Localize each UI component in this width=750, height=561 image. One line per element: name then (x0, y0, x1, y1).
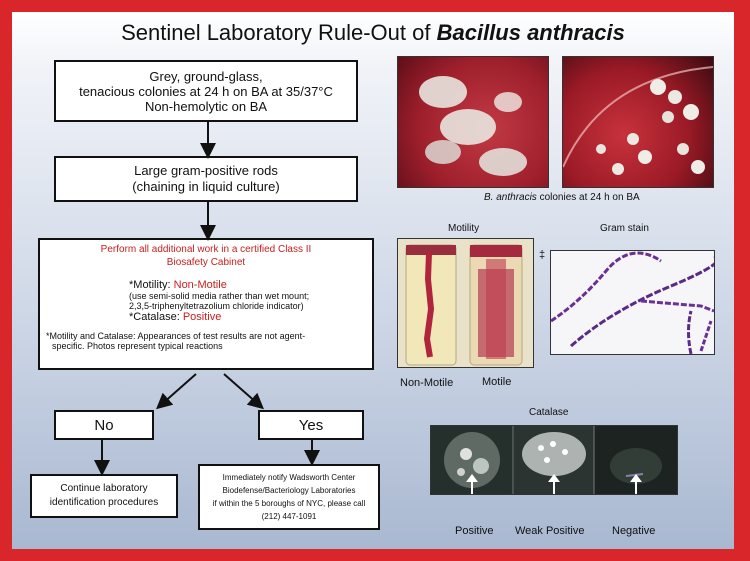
motility-motile-label: Motile (482, 376, 512, 388)
outcome-yes-box: Immediately notify Wadsworth Center Biod… (198, 464, 380, 530)
flow-arrows (94, 122, 320, 476)
footnote: *Motility and Catalase: Appearances of t… (46, 331, 366, 351)
catalase-arrows (466, 474, 642, 494)
note-line: 2,3,5-triphenyltetrazolium chloride indi… (129, 301, 304, 311)
catalase-negative-label: Negative (612, 525, 656, 537)
catalase-value: Positive (182, 311, 222, 323)
gram-stain-photo (550, 250, 715, 355)
catalase-result: *Catalase: Positive (129, 311, 366, 323)
motility-result: *Motility: Non-Motile (129, 279, 366, 291)
title-organism: Bacillus anthracis (436, 20, 625, 45)
motility-tubes (405, 244, 523, 366)
step1-line: Non-hemolytic on BA (144, 98, 268, 114)
arrow-step3-no (156, 373, 197, 410)
motility-note: (use semi-solid media rather than wet mo… (129, 291, 366, 311)
colony-texture-1 (419, 76, 527, 176)
decision-yes-label: Yes (298, 416, 324, 434)
decision-yes-box: Yes (258, 410, 364, 440)
outcome-no-line: Continue laboratory (60, 483, 148, 494)
colony-texture-2 (563, 66, 713, 175)
title-prefix: Sentinel Laboratory Rule-Out of (121, 20, 437, 45)
motility-nonmotile-label: Non-Motile (400, 377, 454, 389)
biosafety-warning: Perform all additional work in a certifi… (46, 243, 366, 269)
catalase-positive-label: Positive (455, 525, 494, 537)
gram-title: Gram stain (600, 223, 649, 234)
catalase-title: Catalase (529, 407, 569, 418)
caption-rest: colonies at 24 h on BA (536, 192, 640, 203)
gram-marker: ‡ (539, 249, 546, 261)
caption-organism: B. anthracis (484, 192, 537, 203)
colony-photo-1 (397, 56, 549, 188)
footnote-line: *Motility and Catalase: Appearances of t… (46, 331, 306, 341)
footnote-line: specific. Photos represent typical react… (52, 341, 223, 351)
gram-stain-rods (551, 251, 714, 354)
outcome-yes-line: Immediately notify Wadsworth Center (222, 473, 356, 482)
decision-no-box: No (54, 410, 154, 440)
motility-label: *Motility: (129, 279, 174, 291)
colony-photo-2 (562, 56, 714, 188)
page-title: Sentinel Laboratory Rule-Out of Bacillus… (12, 20, 734, 46)
warning-line: Biosafety Cabinet (166, 257, 246, 268)
slide-panel: Sentinel Laboratory Rule-Out of Bacillus… (12, 12, 734, 549)
motility-title: Motility (448, 223, 480, 234)
catalase-weak-label: Weak Positive (515, 525, 585, 537)
step1-colony-box: Grey, ground-glass, tenacious colonies a… (54, 60, 358, 122)
step2-line: Large gram-positive rods (134, 163, 278, 178)
catalase-label: *Catalase: (129, 311, 183, 323)
arrow-step3-yes (223, 373, 264, 410)
decision-no-label: No (94, 416, 114, 434)
outcome-yes-line: if within the 5 boroughs of NYC, please … (212, 499, 366, 508)
motility-tubes-photo (397, 238, 534, 368)
outcome-yes-line: Biodefense/Bacteriology Laboratories (222, 486, 356, 495)
outcome-no-box: Continue laboratory identification proce… (30, 474, 178, 518)
motility-value: Non-Motile (173, 279, 227, 291)
step1-line: tenacious colonies at 24 h on BA at 35/3… (79, 83, 333, 99)
outcome-yes-line: (212) 447-1091 (261, 512, 317, 521)
warning-line: Perform all additional work in a certifi… (100, 244, 312, 255)
colonies-caption: B. anthracis colonies at 24 h on BA (484, 192, 640, 203)
note-line: (use semi-solid media rather than wet mo… (129, 291, 310, 301)
outcome-no-line: identification procedures (49, 497, 159, 508)
step3-biosafety-box: Perform all additional work in a certifi… (38, 238, 374, 370)
catalase-photo (430, 425, 678, 495)
step1-line: Grey, ground-glass, (149, 68, 263, 84)
step2-line: (chaining in liquid culture) (132, 179, 280, 194)
